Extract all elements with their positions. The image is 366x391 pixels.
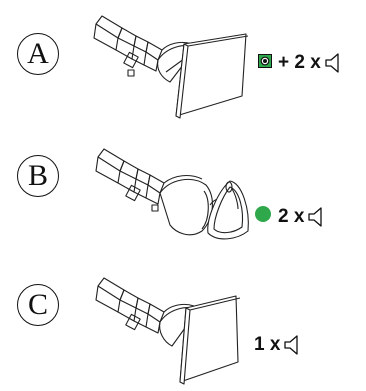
step-a: A + 2 x: [0, 0, 366, 127]
cylinder-with-card-illustration: [95, 277, 241, 385]
step-a-label: A: [17, 33, 59, 75]
step-b-signal-text: 2 x: [278, 206, 305, 227]
cylinder-with-fob-illustration: [95, 148, 249, 240]
step-c: C 1 x: [0, 254, 366, 385]
green-dot-icon: [254, 205, 272, 229]
step-c-signal: 1 x: [254, 334, 300, 356]
speaker-icon: [325, 53, 341, 73]
step-a-signal: + 2 x: [258, 52, 341, 74]
step-b: B 2 x: [0, 127, 366, 254]
square-led-icon: [258, 52, 272, 74]
speaker-icon: [284, 335, 300, 355]
speaker-icon: [308, 207, 324, 227]
step-b-signal: 2 x: [254, 205, 324, 229]
step-b-label: B: [17, 155, 59, 197]
step-a-signal-text: + 2 x: [278, 52, 321, 73]
step-c-signal-text: 1 x: [254, 334, 281, 355]
cylinder-with-card-illustration: [93, 15, 249, 119]
step-c-label: C: [17, 284, 59, 326]
